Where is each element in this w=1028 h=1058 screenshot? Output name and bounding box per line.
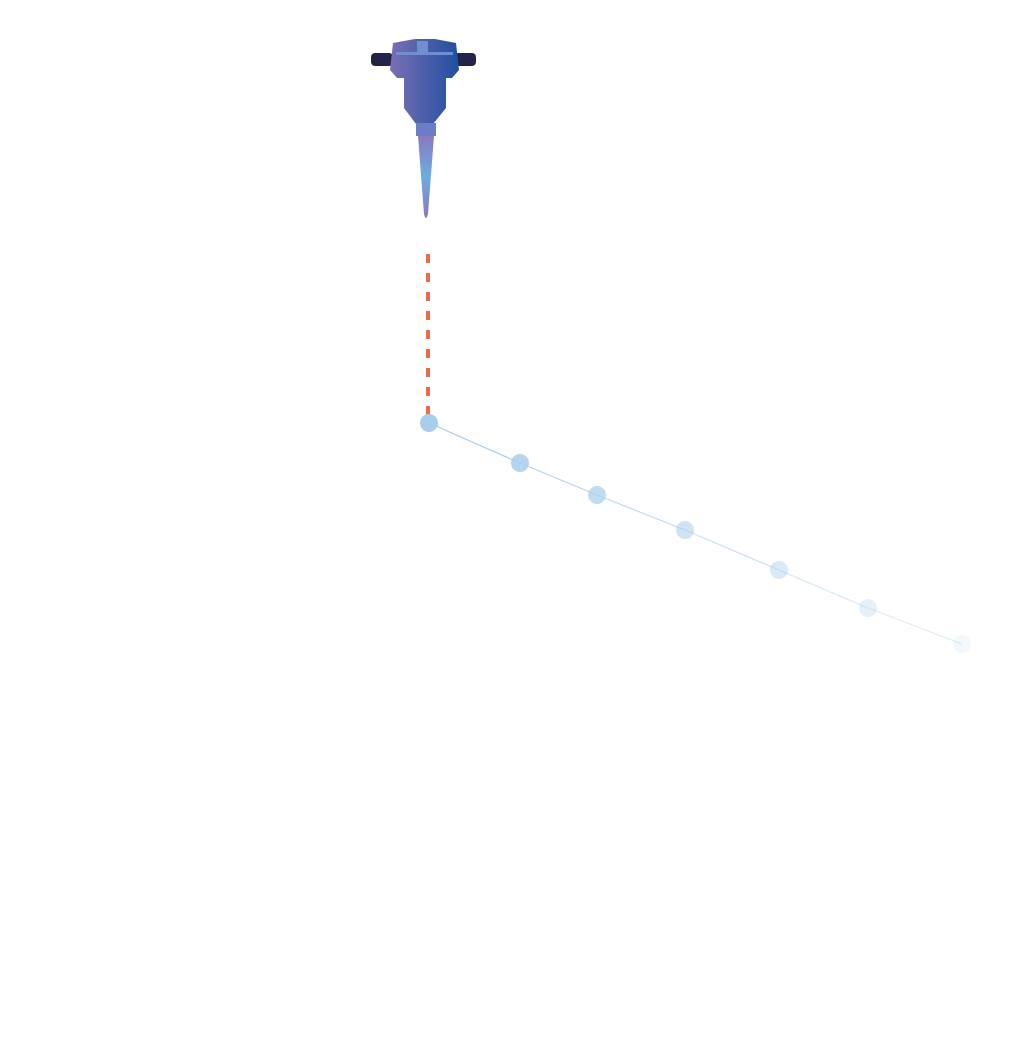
device-window [417,41,428,53]
track [420,414,971,653]
track-point [770,561,788,579]
track-segment [519,462,598,496]
track-segment [428,422,521,464]
track-point [420,414,438,432]
track-segment [596,494,686,531]
track-point [953,635,971,653]
track-point [859,599,877,617]
track-segment [867,607,963,645]
track-point [588,486,606,504]
device-tip [418,136,434,218]
device-body [390,39,459,124]
track-point [511,454,529,472]
device-band [396,52,453,55]
device-neck [416,123,436,136]
track-point [676,521,694,539]
track-segment [778,569,869,609]
track-segment [684,529,780,571]
right-handle [454,53,476,66]
left-handle [371,53,393,66]
sensor-probe-icon [371,39,476,218]
